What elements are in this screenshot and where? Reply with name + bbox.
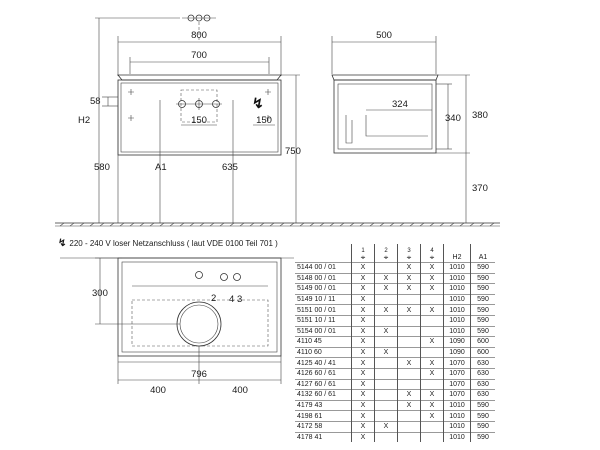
tap-icon: ⌖ [406,253,412,262]
dim-500: 500 [376,30,392,41]
floor-line [55,222,500,227]
electric-bolt-icon: ↯ [58,238,67,249]
side-elevation: 500 324 340 380 370 [331,30,488,223]
electrical-note-text: 220 - 240 V loser Netzanschluss ( laut V… [69,239,278,248]
tap-icon: ⌖ [429,253,435,262]
header-col-2: 2⌖ [374,244,398,263]
header-h2: H2 [443,244,471,263]
dim-150-left: 150 [191,115,207,126]
dim-370: 370 [472,183,488,194]
dim-58: 58 [90,96,101,107]
header-col-3: 3⌖ [397,244,421,263]
tap-icon: ⌖ [360,253,366,262]
tap-icon: ⌖ [383,253,389,262]
label-h2: H2 [78,115,90,126]
front-elevation: 800 700 ↯ 150 150 58 [78,14,301,223]
dim-400-left: 400 [150,385,166,396]
electric-bolt-icon: ↯ [252,95,264,111]
dim-300: 300 [92,288,108,299]
plan-view: 2 4 3 300 796 400 400 [60,257,294,396]
header-code [295,244,352,263]
tap-symbol-icon [182,14,216,22]
dim-150-right: 150 [256,115,272,126]
header-col-1: 1⌖ [351,244,375,263]
dim-750: 750 [285,146,301,157]
dim-400-right: 400 [232,385,248,396]
dim-340: 340 [445,113,461,124]
plan-label-2: 2 [211,293,216,304]
plan-label-3: 3 [237,294,242,305]
dim-324: 324 [392,99,408,110]
header-col-4: 4⌖ [420,244,444,263]
header-a1: A1 [470,244,495,263]
dim-580: 580 [94,162,110,173]
label-a1: A1 [155,162,167,173]
plan-label-4: 4 [229,294,234,305]
dim-700: 700 [191,50,207,61]
electrical-note: ↯220 - 240 V loser Netzanschluss ( laut … [58,238,278,249]
dim-380: 380 [472,110,488,121]
dim-800: 800 [191,30,207,41]
spec-table-header: 1⌖ 2⌖ 3⌖ 4⌖ H2 A1 [295,244,495,263]
dim-635: 635 [222,162,238,173]
